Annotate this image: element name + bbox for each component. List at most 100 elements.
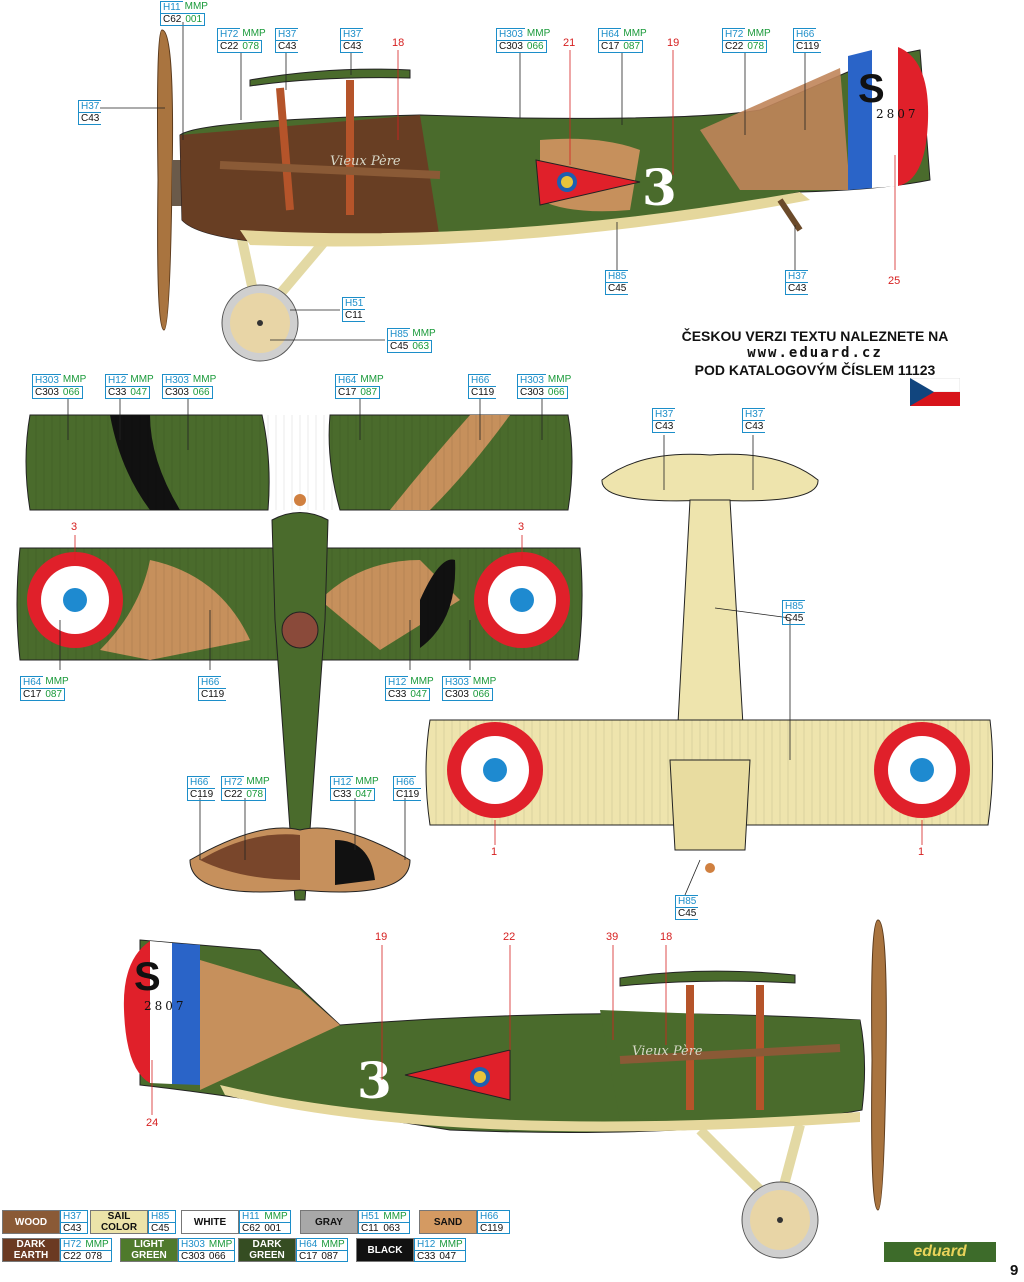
mmp-label: MMP <box>45 676 69 687</box>
roundel-under-right <box>874 722 970 818</box>
gunze-code: C17 <box>297 1250 320 1262</box>
color-swatch: SAIL COLOR <box>90 1210 148 1234</box>
humbrol-code: H51 <box>361 1211 380 1222</box>
gunze-code: C62 <box>240 1222 263 1234</box>
humbrol-code: H85 <box>782 600 806 612</box>
roundel-under-left <box>447 722 543 818</box>
decal-number: 18 <box>660 931 673 943</box>
mmp-code: 066 <box>524 40 547 53</box>
tail-letter-top: S <box>858 67 885 111</box>
mmp-code: 066 <box>470 688 493 701</box>
mmp-code: 078 <box>240 40 263 53</box>
humbrol-code: H72 <box>63 1239 82 1250</box>
humbrol-code: H12 <box>330 776 354 788</box>
humbrol-code: H85 <box>675 895 699 907</box>
fuselage-number-top: 3 <box>642 158 677 217</box>
mmp-label: MMP <box>547 374 572 385</box>
decal-number: 3 <box>71 521 78 533</box>
mmp-code: 063 <box>381 1222 409 1234</box>
mmp-code: 063 <box>410 340 433 353</box>
mmp-label: MMP <box>130 374 154 385</box>
script-name-top: Vieux Père <box>330 154 401 169</box>
mmp-code: 078 <box>244 788 267 801</box>
mmp-code: 047 <box>437 1250 465 1262</box>
color-swatch: WOOD <box>2 1210 60 1234</box>
mmp-label: MMP <box>246 776 270 787</box>
humbrol-code: H64 <box>299 1239 318 1250</box>
mmp-label: MMP <box>747 28 771 39</box>
gunze-code: C45 <box>782 612 806 625</box>
gunze-code: C17 <box>598 40 622 53</box>
humbrol-code: H72 <box>722 28 746 40</box>
gunze-code: C17 <box>335 386 359 399</box>
humbrol-code: H303 <box>181 1239 205 1250</box>
script-name-bottom: Vieux Père <box>632 1044 703 1059</box>
gunze-code: C45 <box>605 282 629 295</box>
mmp-label <box>505 1211 509 1222</box>
gunze-code: C33 <box>415 1250 438 1262</box>
mmp-code: 087 <box>43 688 66 701</box>
mmp-code: 047 <box>408 688 431 701</box>
mmp-label: MMP <box>264 1211 288 1222</box>
tail-letter-bottom: S <box>134 955 161 999</box>
color-swatch: LIGHT GREEN <box>120 1238 178 1262</box>
humbrol-code: H303 <box>517 374 546 386</box>
gunze-code: C33 <box>330 788 354 801</box>
czech-note-line1: ČESKOU VERZI TEXTU NALEZNETE NA <box>681 328 949 344</box>
gunze-code: C22 <box>61 1250 84 1262</box>
gunze-code: C33 <box>105 386 129 399</box>
humbrol-code: H51 <box>342 297 366 309</box>
gunze-code: C303 <box>32 386 61 399</box>
mmp-code: 066 <box>545 386 568 399</box>
decal-number: 1 <box>491 846 498 858</box>
page-number: 9 <box>1010 1262 1019 1279</box>
mmp-code: 078 <box>83 1250 111 1262</box>
humbrol-code: H64 <box>335 374 359 386</box>
mmp-label: MMP <box>412 328 436 339</box>
humbrol-code: H72 <box>217 28 241 40</box>
humbrol-code: H37 <box>652 408 676 420</box>
gunze-code: C62 <box>160 13 184 26</box>
humbrol-code: H66 <box>198 676 222 688</box>
mmp-code: 087 <box>319 1250 347 1262</box>
gunze-code: C303 <box>442 688 471 701</box>
czech-note-url[interactable]: www.eduard.cz <box>747 345 883 361</box>
gunze-code: C33 <box>385 688 409 701</box>
humbrol-code: H66 <box>793 28 817 40</box>
side-view-right: Vieux Père 3 S 2807 <box>123 919 887 1259</box>
mmp-label: MMP <box>623 28 647 39</box>
mmp-label: MMP <box>192 374 217 385</box>
gunze-code: C43 <box>742 420 766 433</box>
humbrol-code: H64 <box>20 676 44 688</box>
mmp-label <box>83 1211 87 1222</box>
color-swatch: GRAY <box>300 1210 358 1234</box>
gunze-code: C43 <box>275 40 299 53</box>
mmp-code: 047 <box>353 788 376 801</box>
mmp-code: 078 <box>745 40 768 53</box>
humbrol-code: H66 <box>468 374 492 386</box>
mmp-label: MMP <box>360 374 384 385</box>
mmp-label: MMP <box>85 1239 109 1250</box>
